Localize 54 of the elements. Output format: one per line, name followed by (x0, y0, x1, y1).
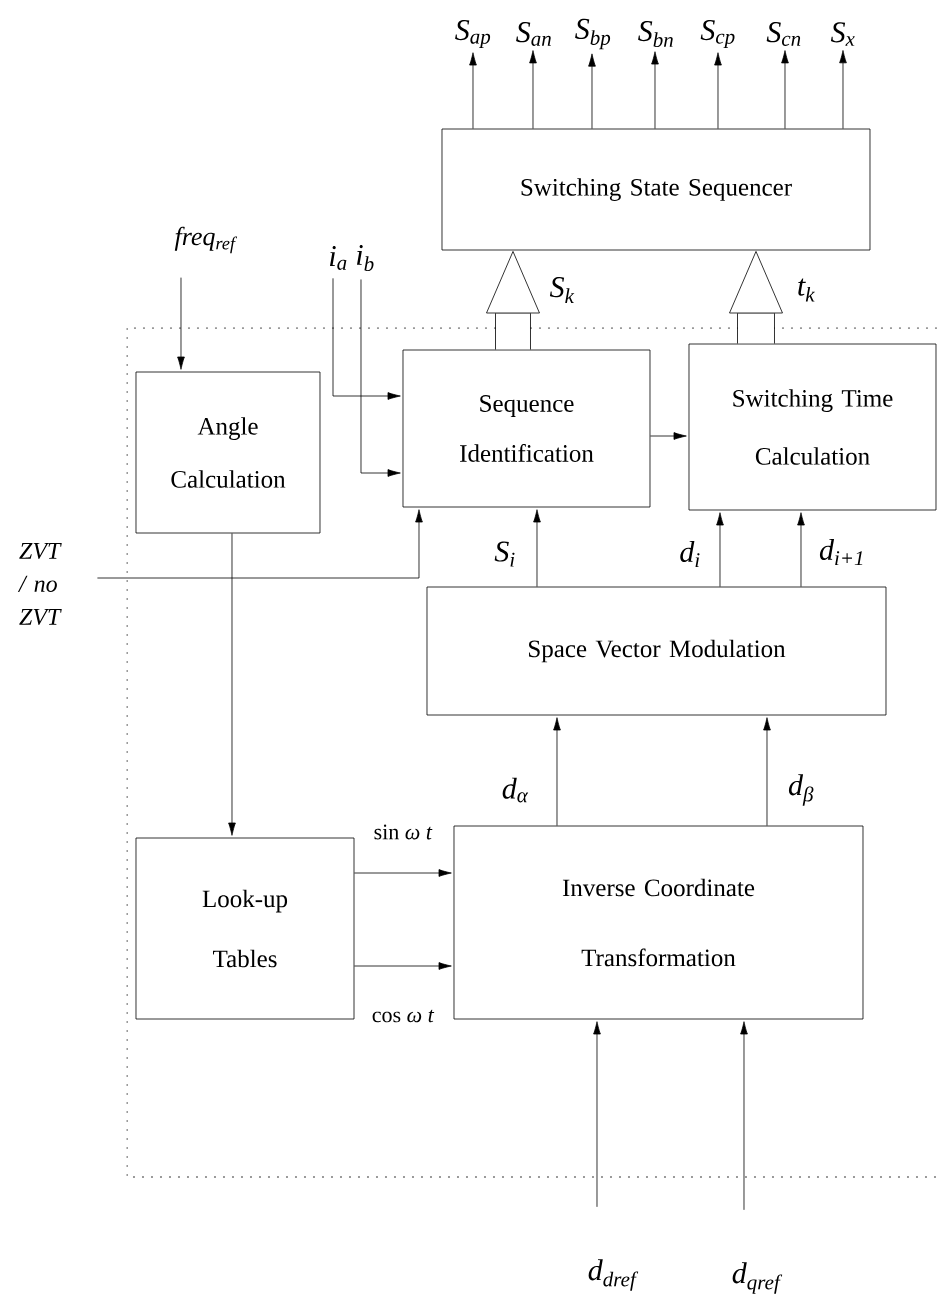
signal-label: S$_{bn}$ (638, 20, 673, 48)
edge-label: d$_{α}$ (500, 776, 530, 804)
arrow (529, 50, 537, 129)
arrow (332, 277, 401, 400)
process-box: Switching State Sequencer (441, 128, 871, 251)
arrow (716, 512, 724, 587)
arrow (97, 509, 423, 579)
process-box: Look-up Tables (135, 837, 355, 1020)
signal-label: i$_{a}$ (330, 246, 347, 270)
arrow (763, 717, 771, 826)
arrow (469, 52, 477, 129)
hollow-arrow (486, 251, 540, 350)
edge-label: d$_{i}$ (678, 539, 702, 569)
dotted-boundary (126, 327, 937, 1178)
signal-label: d$_{qref}$ (732, 1262, 783, 1294)
arrow (588, 53, 596, 129)
arrow (533, 509, 541, 587)
edge-label: sin ω t (372, 823, 434, 841)
signal-label: ZVT / no ZVT (17, 542, 62, 626)
arrow (354, 869, 452, 877)
signal-label: S$_{x}$ (830, 22, 855, 46)
arrow (839, 50, 847, 129)
signal-label: i$_{b}$ (357, 244, 374, 272)
signal-label: d$_{dref}$ (588, 1259, 639, 1291)
signal-label: S$_{cn}$ (766, 22, 801, 46)
edge-label: S$_{k}$ (548, 276, 576, 304)
arrow (593, 1021, 601, 1208)
arrow (740, 1021, 748, 1211)
edge-label: S$_{i}$ (493, 540, 517, 568)
arrow (651, 51, 659, 129)
process-box: Switching Time Calculation (688, 343, 937, 511)
edge-label: cos ω t (370, 1008, 436, 1024)
arrow (228, 533, 236, 836)
arrow (553, 717, 561, 826)
signal-label: S$_{ap}$ (455, 19, 491, 49)
arrow (797, 512, 805, 587)
process-box: Angle Calculation (135, 371, 321, 534)
arrow (714, 52, 722, 129)
signal-label: S$_{bp}$ (575, 18, 611, 50)
arrow (781, 50, 789, 129)
process-box: Inverse Coordinate Transformation (453, 825, 864, 1020)
signal-label: freq$_{ref}$ (174, 226, 238, 254)
edge-label: d$_{i+1}$ (818, 537, 866, 567)
signal-label: S$_{cp}$ (700, 19, 735, 49)
hollow-arrow (729, 251, 783, 344)
process-box: Space Vector Modulation (426, 586, 887, 716)
arrow (177, 277, 185, 370)
process-box: Sequence Identification (402, 349, 651, 508)
signal-label: S$_{an}$ (516, 22, 551, 46)
edge-label: t$_{k}$ (795, 277, 817, 303)
arrow (354, 962, 452, 970)
arrow (650, 432, 687, 440)
edge-label: d$_{β}$ (787, 773, 815, 807)
arrow (360, 279, 401, 477)
